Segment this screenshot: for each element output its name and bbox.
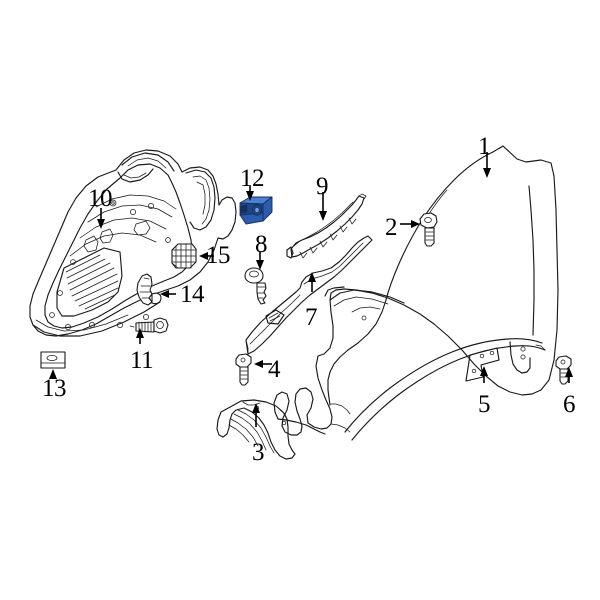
part-fender-front-mounting-face xyxy=(324,286,405,321)
callout-label-6[interactable]: 6 xyxy=(563,391,576,418)
callout-label-2[interactable]: 2 xyxy=(385,214,398,241)
callout-arrow-6 xyxy=(565,367,573,383)
callout-label-12[interactable]: 12 xyxy=(240,165,265,192)
callout-arrow-7 xyxy=(308,272,316,292)
callout-label-10[interactable]: 10 xyxy=(88,185,113,212)
callout-arrow-9 xyxy=(319,192,327,221)
part-hood-ledge-seal-molding[interactable] xyxy=(286,193,367,259)
callout-label-4[interactable]: 4 xyxy=(268,356,281,383)
callout-arrow-15 xyxy=(199,252,214,260)
callout-label-14[interactable]: 14 xyxy=(180,281,205,308)
callout-label-7[interactable]: 7 xyxy=(305,304,318,331)
part-front-fender-liner[interactable] xyxy=(29,149,237,337)
part-fender-rear-bracket[interactable] xyxy=(465,347,500,382)
callout-label-1[interactable]: 1 xyxy=(478,133,491,160)
part-fender-rear-bolt[interactable] xyxy=(555,355,572,385)
callout-arrow-5 xyxy=(480,366,488,383)
callout-arrow-11 xyxy=(136,328,144,344)
callout-arrow-4 xyxy=(254,360,272,368)
callout-arrow-8 xyxy=(256,252,264,270)
callout-arrow-1 xyxy=(483,152,491,178)
part-brace-bolt[interactable] xyxy=(235,353,252,386)
callout-arrow-3 xyxy=(252,403,260,427)
callout-label-5[interactable]: 5 xyxy=(478,391,491,418)
callout-arrow-14 xyxy=(160,290,176,298)
callout-arrow-12 xyxy=(246,186,254,201)
callout-label-13[interactable]: 13 xyxy=(42,375,67,402)
callout-arrow-10 xyxy=(97,208,105,229)
part-ribbed-spacer-clip[interactable] xyxy=(171,243,197,269)
part-christmas-tree-clip[interactable] xyxy=(136,273,162,306)
callout-label-11[interactable]: 11 xyxy=(130,347,154,374)
part-liner-screw[interactable] xyxy=(129,317,169,334)
callout-label-3[interactable]: 3 xyxy=(252,439,265,466)
part-front-fender-panel[interactable] xyxy=(273,145,559,441)
part-fender-bolt-upper[interactable] xyxy=(419,212,438,247)
callout-arrow-13 xyxy=(49,369,57,379)
part-fender-lower-brace[interactable] xyxy=(216,399,296,460)
callout-label-9[interactable]: 9 xyxy=(316,173,329,200)
part-fender-liner-retainer-clip[interactable] xyxy=(239,196,273,225)
callout-label-15[interactable]: 15 xyxy=(206,242,231,269)
callout-label-8[interactable]: 8 xyxy=(255,231,268,258)
callout-arrow-2 xyxy=(400,220,420,228)
part-liner-grommet-plate[interactable] xyxy=(40,351,66,369)
part-push-pin-clip[interactable] xyxy=(244,267,267,305)
